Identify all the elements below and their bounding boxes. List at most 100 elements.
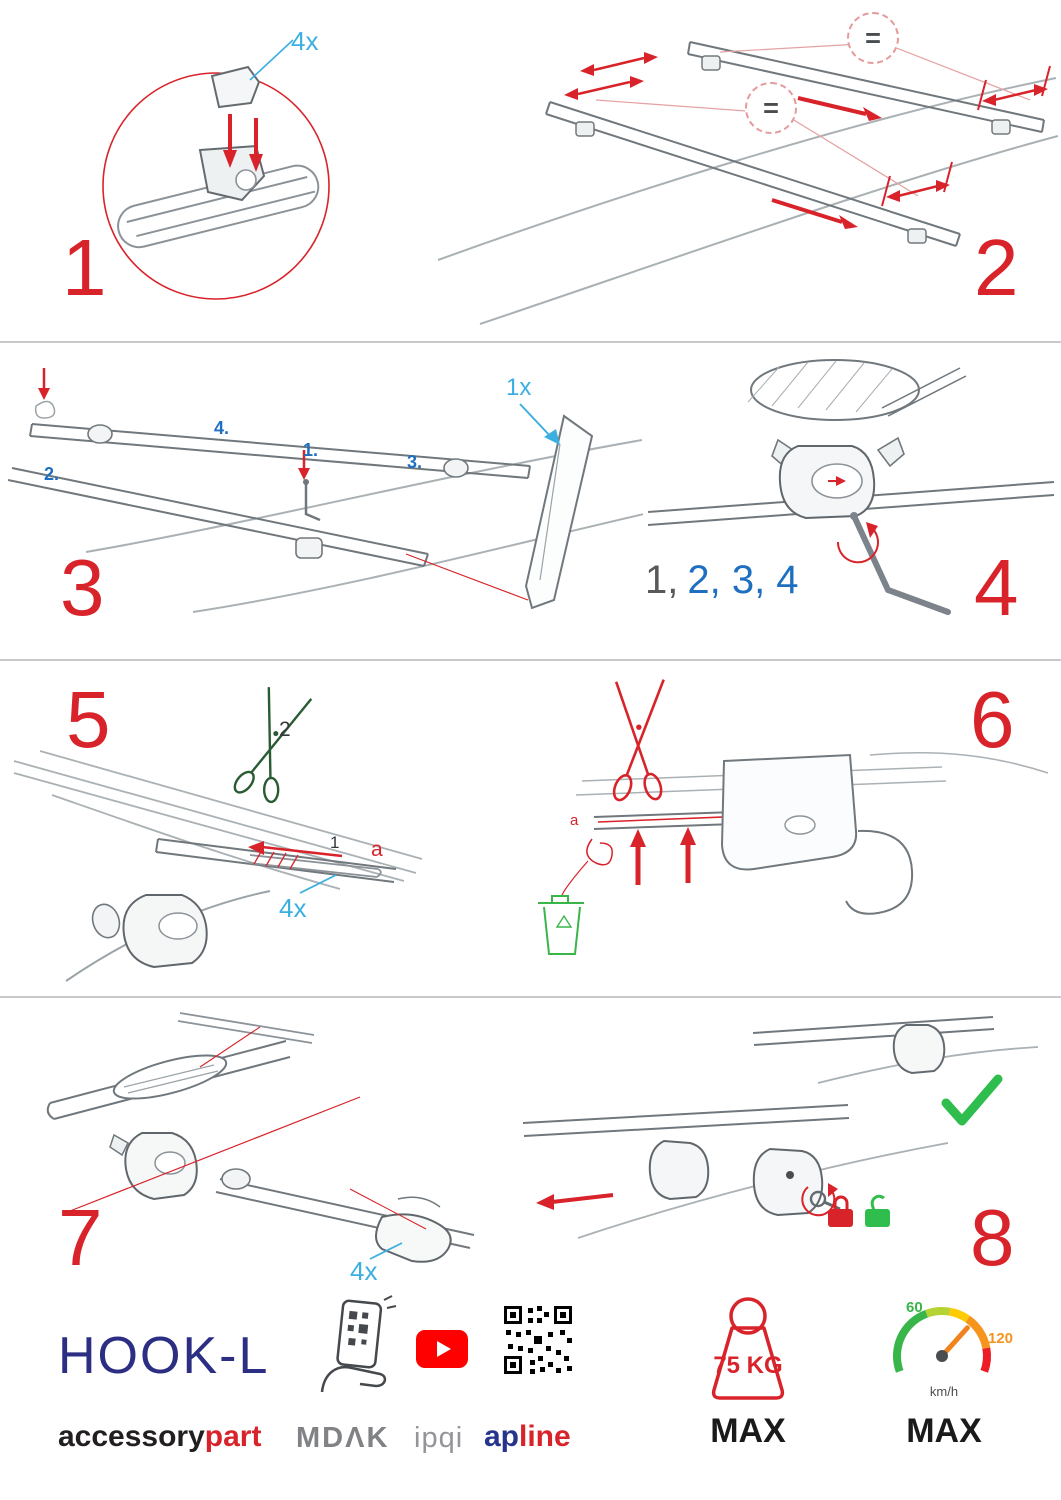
step-8-number: 8 [970, 1193, 1015, 1282]
scissors-icon-green [233, 687, 313, 804]
step-4-sequence: 1,2, 3, 4 [645, 558, 799, 603]
step-5-pull-step: 1 [330, 833, 340, 852]
cap-leader-line [349, 1188, 427, 1230]
speed-high-label: 120 [988, 1330, 1014, 1347]
front-crossbar [545, 101, 961, 247]
magnifier-circle [102, 72, 330, 300]
speed-unit-label: km/h [929, 1384, 959, 1399]
front-crossbar [8, 467, 429, 567]
rail-underside [750, 359, 920, 421]
scissors-icon-red [612, 679, 665, 802]
slide-arrow-icon [536, 1193, 614, 1210]
step-3-qty-label: 1x [506, 374, 532, 401]
section-divider-1 [0, 341, 1061, 343]
keyhole [786, 1171, 794, 1179]
qty-leader-line [299, 874, 337, 894]
checkmark-icon [941, 1074, 1003, 1126]
cut-marks [253, 849, 299, 870]
step-6-illustration [538, 679, 1049, 955]
step-4-illustration [647, 359, 1055, 615]
clamp-a [648, 1139, 710, 1201]
bracket-cover [720, 753, 858, 871]
scan-sparkle [383, 1295, 397, 1309]
step-3-label-3: 3. [407, 452, 423, 472]
cover-strip [177, 1012, 315, 1044]
rail-hatching [747, 360, 893, 413]
clamp-lock-cover [752, 1147, 824, 1217]
step-6-number: 6 [970, 675, 1015, 764]
brand-wordmark: accessorypart [58, 1420, 261, 1454]
measure-arrows-icon [564, 52, 1051, 229]
sequence-rest: 2, 3, 4 [687, 558, 799, 602]
step-6-strip-letter: a [570, 812, 579, 829]
step-5-number: 5 [66, 675, 111, 764]
step-3-label-2: 2. [44, 464, 60, 484]
slot-opening [112, 1054, 228, 1100]
wind-deflector [524, 414, 594, 610]
qty-leader-line [249, 39, 294, 81]
step-1-qty-label: 4x [291, 26, 319, 56]
crossbar [522, 1104, 850, 1137]
tighten-arrow-icon [828, 476, 846, 486]
insert-arrows-icon [223, 114, 263, 172]
step-2-number: 2 [974, 223, 1019, 312]
apline-part-2: line [519, 1420, 571, 1453]
step-2-illustration [437, 41, 1059, 325]
section-divider-2 [0, 659, 1061, 661]
equal-symbol-a: = [865, 22, 881, 53]
qr-code [504, 1306, 572, 1374]
mount-feet [575, 55, 1011, 244]
cut-off-strip-curl [586, 838, 613, 866]
weight-value-label: 75 KG [713, 1352, 783, 1379]
ipqi-logo: ipqi [414, 1422, 464, 1454]
end-cap [375, 1213, 452, 1263]
step-5-scissors-step: 2 [279, 718, 291, 741]
equal-leader-lines [595, 43, 1031, 197]
equal-symbol-b: = [763, 92, 779, 123]
step-1-number: 1 [62, 223, 107, 312]
mount-feet [87, 424, 469, 559]
rubber-insert [210, 65, 261, 109]
clamp-wing-right [876, 436, 905, 468]
apline-part-1: ap [484, 1420, 520, 1453]
insert-key-arrow-icon [298, 450, 310, 480]
step-7-qty-label: 4x [350, 1256, 378, 1286]
clamp-wing [109, 1133, 129, 1157]
step-5-qty-label: 4x [279, 893, 307, 923]
allen-key-icon [303, 479, 321, 522]
padlock-open-icon [865, 1194, 890, 1227]
step-7-illustration [46, 1012, 475, 1263]
strip-leader-line [199, 1026, 261, 1068]
recycle-icon [555, 914, 573, 928]
qty-leader-line [369, 1242, 403, 1260]
deflector-leader-line [405, 553, 529, 601]
weight-icon [711, 1297, 785, 1400]
step-7-number: 7 [58, 1193, 103, 1282]
speed-max-label: MAX [906, 1412, 982, 1450]
rear-crossbar [687, 41, 1045, 133]
phone-qr-icon [320, 1295, 397, 1393]
step-3-number: 3 [60, 543, 105, 632]
hand [320, 1365, 387, 1393]
allen-key-icon [850, 512, 951, 615]
push-up-arrows-icon [630, 827, 696, 885]
crossbar-end [155, 838, 397, 883]
step-3-illustration [8, 368, 643, 613]
torn-strip [34, 400, 56, 419]
mini-clamp [892, 1024, 946, 1075]
speed-low-label: 60 [906, 1299, 923, 1316]
weight-max-label: MAX [710, 1412, 786, 1450]
step-8-illustration [522, 1016, 1039, 1239]
brand-part-2: part [204, 1420, 262, 1453]
sequence-first: 1, [645, 558, 679, 602]
torn-strip-arrow-icon [38, 368, 50, 400]
rotation-arrow-icon [836, 522, 879, 564]
step-4-number: 4 [974, 543, 1019, 632]
roof-edge [13, 750, 423, 890]
pull-arrow-icon [248, 841, 343, 858]
equal-badge-b: = [745, 82, 797, 134]
padlock-closed-icon [828, 1195, 853, 1227]
mini-crossbar [752, 1016, 995, 1046]
brand-part-1: accessory [58, 1420, 205, 1453]
